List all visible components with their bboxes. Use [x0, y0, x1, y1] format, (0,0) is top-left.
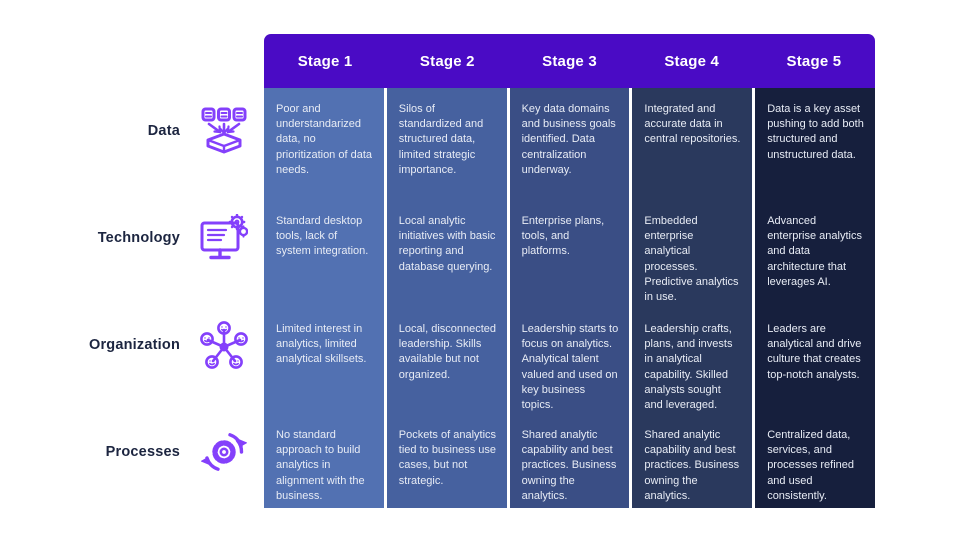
cell-processes-stage5: Centralized data, services, and processe…: [767, 429, 855, 502]
row-label-processes-text: Processes: [105, 444, 180, 460]
stage-header-cell-3: Stage 3: [542, 52, 597, 70]
row-label-data-text: Data: [147, 123, 180, 139]
stage-column-5: Data is a key asset pushing to add both …: [755, 88, 875, 508]
maturity-grid: Poor and understandarized data, no prior…: [264, 88, 875, 508]
cell-data-stage3: Key data domains and business goals iden…: [521, 103, 616, 176]
cell-data-stage2: Silos of standardized and structured dat…: [398, 103, 484, 176]
cell-organization-stage2: Local, disconnected leadership. Skills a…: [398, 323, 497, 381]
cell-organization-stage1: Limited interest in analytics, limited a…: [276, 323, 367, 366]
cell-data-stage5: Data is a key asset pushing to add both …: [767, 103, 864, 161]
people-network-icon: [200, 321, 248, 369]
cell-technology-stage5: Advanced enterprise analytics and data a…: [767, 215, 862, 288]
stage-column-2: Silos of standardized and structured dat…: [386, 88, 507, 508]
cell-technology-stage1: Standard desktop tools, lack of system i…: [276, 215, 369, 258]
cell-data-stage1: Poor and understandarized data, no prior…: [276, 103, 372, 176]
stage-header-cell-5: Stage 5: [786, 52, 842, 70]
row-label-organization-text: Organization: [88, 337, 180, 353]
row-label-data: Data: [0, 99, 254, 163]
cell-technology-stage4: Embedded enterprise analytical processes…: [644, 215, 739, 303]
stage-header-cell-4: Stage 4: [664, 52, 720, 70]
cell-organization-stage5: Leaders are analytical and drive culture…: [767, 323, 862, 381]
stage-column-1: Poor and understandarized data, no prior…: [264, 88, 384, 508]
cell-technology-stage3: Enterprise plans, tools, and platforms.: [521, 215, 605, 258]
cell-processes-stage4: Shared analytic capability and best prac…: [644, 429, 740, 502]
cell-organization-stage3: Leadership starts to focus on analytics.…: [521, 323, 619, 411]
row-label-processes: Processes: [0, 420, 254, 484]
cell-technology-stage2: Local analytic initiatives with basic re…: [398, 215, 496, 273]
stage-header-cell-2: Stage 2: [419, 52, 475, 70]
cell-processes-stage1: No standard approach to build analytics …: [276, 429, 365, 502]
cell-processes-stage2: Pockets of analytics tied to business us…: [398, 429, 497, 487]
stage-header-cell-1: Stage 1: [297, 52, 353, 70]
row-label-technology: Technology: [0, 206, 254, 270]
row-label-organization: Organization: [0, 313, 254, 377]
stage-column-3: Key data domains and business goals iden…: [509, 88, 630, 508]
data-collection-icon: [200, 107, 248, 155]
stage-column-4: Integrated and accurate data in central …: [632, 88, 753, 508]
monitor-gears-icon: [200, 214, 248, 262]
cell-organization-stage4: Leadership crafts, plans, and invests in…: [644, 323, 733, 411]
stage-header-bar: Stage 1 Stage 2 Stage 3 Stage 4 Stage 5: [264, 34, 875, 88]
row-label-technology-text: Technology: [97, 230, 180, 246]
gear-cycle-icon: [200, 428, 248, 476]
cell-data-stage4: Integrated and accurate data in central …: [644, 103, 741, 146]
cell-processes-stage3: Shared analytic capability and best prac…: [521, 429, 617, 502]
